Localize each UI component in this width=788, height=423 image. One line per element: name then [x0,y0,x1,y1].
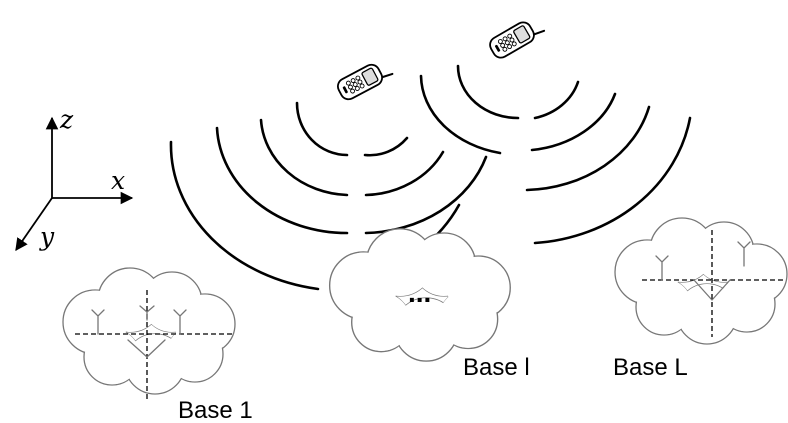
tree-icon [75,290,232,402]
cloud-icon [62,267,236,395]
z-axis-label: z [59,105,74,134]
wavefront-2-ring-2-right [530,92,617,152]
phone-2-wavefronts [419,64,692,245]
base-ellipsis: ... [408,277,431,308]
wavefront-2-ring-2 [419,74,502,155]
wavefront-1-ring-3-right [364,155,488,235]
tree-icon [642,230,786,337]
base-1-cloud [62,267,236,402]
wavefront-2-ring-1-right [533,80,580,120]
base-L-cloud [614,217,788,345]
wavefront-2-ring-4 [533,116,692,245]
axes-group: z x y [15,105,134,252]
wavefront-1-ring-3 [215,126,349,235]
base-l-label: Base l [463,354,530,381]
wavefront-2-ring-3 [525,105,651,192]
y-axis-label: y [39,222,55,251]
y-axis [15,197,53,252]
wavefront-1-ring-2 [259,118,349,197]
x-axis-label: x [111,166,125,195]
wavefront-1-ring-1-right [363,136,409,157]
wavefront-1-ring-2-right [364,150,445,197]
cloud-icon [614,217,788,345]
wavefront-2-ring-1 [456,64,520,120]
wavefront-1-ring-1 [295,101,349,157]
base-L-label: Base L [613,354,688,381]
mobile-phone-icon [334,56,395,104]
wavefront-1-ring-4 [169,140,320,291]
base-1-label: Base 1 [178,397,253,423]
mobile-phone-icon [486,13,547,62]
